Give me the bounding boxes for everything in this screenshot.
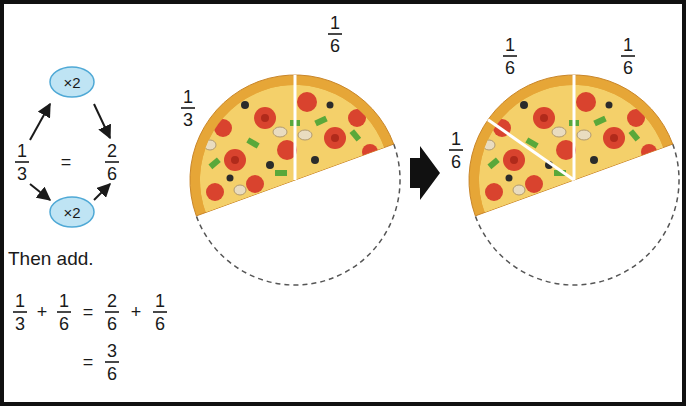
fraction-denominator: 6	[107, 165, 117, 183]
multiply-oval: ×2	[49, 66, 95, 98]
fraction-numerator: 3	[107, 342, 117, 360]
math-symbol: =	[61, 153, 72, 171]
fraction-numerator: 1	[505, 36, 515, 54]
fraction-numerator: 1	[330, 14, 340, 32]
multiplier-text: ×2	[63, 205, 80, 220]
fraction-numerator: 2	[107, 142, 117, 160]
fraction-denominator: 6	[623, 59, 633, 77]
fraction-numerator: 1	[59, 292, 69, 310]
fraction-denominator: 3	[15, 315, 25, 333]
fraction-numerator: 1	[183, 88, 193, 106]
multiplier-text: ×2	[63, 75, 80, 90]
math-symbol: =	[83, 353, 94, 371]
fraction-denominator: 6	[59, 315, 69, 333]
instruction-text: Then add.	[8, 249, 94, 268]
fraction-numerator: 1	[451, 130, 461, 148]
math-symbol: =	[83, 303, 94, 321]
fraction-numerator: 1	[17, 142, 27, 160]
fraction-denominator: 6	[330, 37, 340, 55]
fraction-numerator: 1	[623, 36, 633, 54]
math-symbol: +	[131, 303, 142, 321]
fraction-numerator: 2	[107, 292, 117, 310]
fraction-numerator: 1	[15, 292, 25, 310]
fraction-denominator: 3	[183, 111, 193, 129]
fraction-denominator: 6	[107, 365, 117, 383]
fraction-denominator: 3	[17, 165, 27, 183]
fraction-numerator: 1	[155, 292, 165, 310]
fraction-denominator: 6	[505, 59, 515, 77]
math-symbol: +	[37, 303, 48, 321]
fraction-denominator: 6	[451, 153, 461, 171]
fraction-denominator: 6	[155, 315, 165, 333]
multiply-oval: ×2	[49, 196, 95, 228]
fraction-denominator: 6	[107, 315, 117, 333]
